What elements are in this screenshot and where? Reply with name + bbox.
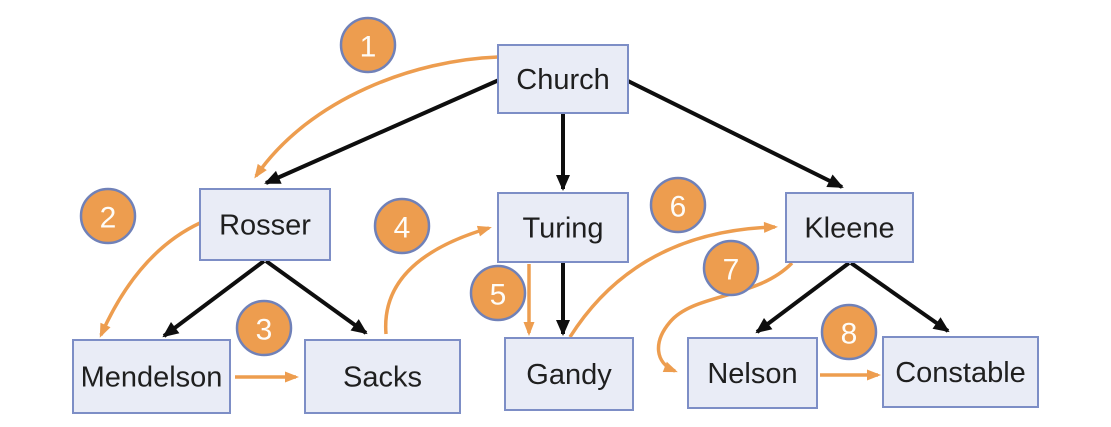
step-badge-2: 2	[79, 187, 137, 245]
tree-edge-rosser-mendelson	[162, 259, 266, 338]
step-circle-5	[469, 264, 527, 322]
step-badge-4: 4	[373, 197, 431, 255]
node-rosser: Rosser	[199, 188, 331, 261]
node-box-constable	[882, 336, 1039, 408]
node-label-mendelson: Mendelson	[81, 362, 223, 394]
tree-edge-kleene-nelson	[755, 261, 851, 334]
step-circle-3	[235, 299, 293, 357]
node-label-gandy: Gandy	[526, 359, 612, 391]
step-number-6: 6	[670, 191, 687, 224]
step-number-3: 3	[256, 314, 273, 347]
step-badge-8: 8	[820, 303, 878, 361]
node-label-rosser: Rosser	[219, 210, 311, 242]
node-label-constable: Constable	[895, 357, 1026, 389]
node-box-church	[497, 44, 629, 114]
step-circle-2	[79, 187, 137, 245]
node-box-kleene	[785, 192, 914, 263]
node-label-church: Church	[516, 64, 610, 96]
node-sacks: Sacks	[304, 339, 461, 414]
node-label-nelson: Nelson	[707, 358, 797, 390]
step-badge-1: 1	[339, 16, 397, 74]
step-number-2: 2	[100, 202, 117, 235]
step-badge-6: 6	[649, 176, 707, 234]
step-circle-8	[820, 303, 878, 361]
node-box-nelson	[687, 337, 818, 409]
step-number-1: 1	[360, 31, 377, 64]
step-number-8: 8	[841, 318, 858, 351]
step-badge-3: 3	[235, 299, 293, 357]
step-circle-4	[373, 197, 431, 255]
node-constable: Constable	[882, 336, 1039, 408]
step-arrow-7-kleene-to-nelson	[656, 261, 794, 373]
node-gandy: Gandy	[504, 337, 634, 411]
tree-edge-kleene-constable	[849, 261, 950, 333]
node-kleene: Kleene	[785, 192, 914, 263]
step-badge-7: 7	[702, 239, 760, 297]
step-arrow-1-church-to-rosser	[254, 55, 499, 179]
step-circle-1	[339, 16, 397, 74]
node-label-sacks: Sacks	[343, 362, 422, 394]
node-mendelson: Mendelson	[72, 339, 231, 414]
tree-edge-church-kleene	[627, 79, 844, 189]
node-box-sacks	[304, 339, 461, 414]
step-arrow-6-gandy-to-kleene	[568, 221, 778, 338]
step-number-4: 4	[394, 212, 411, 245]
step-arrow-4-sacks-to-turing	[383, 225, 492, 335]
step-number-7: 7	[723, 254, 740, 287]
step-circle-6	[649, 176, 707, 234]
node-box-gandy	[504, 337, 634, 411]
node-label-turing: Turing	[522, 213, 603, 245]
node-church: Church	[497, 44, 629, 114]
step-circle-7	[702, 239, 760, 297]
node-label-kleene: Kleene	[804, 213, 894, 245]
node-turing: Turing	[497, 192, 629, 263]
node-box-rosser	[199, 188, 331, 261]
step-number-5: 5	[490, 279, 507, 312]
node-nelson: Nelson	[687, 337, 818, 409]
step-badge-5: 5	[469, 264, 527, 322]
node-box-mendelson	[72, 339, 231, 414]
step-arrow-2-rosser-to-mendelson	[99, 221, 201, 338]
tree-edge-rosser-sacks	[264, 259, 368, 335]
node-box-turing	[497, 192, 629, 263]
tree-edge-church-rosser	[264, 78, 500, 185]
